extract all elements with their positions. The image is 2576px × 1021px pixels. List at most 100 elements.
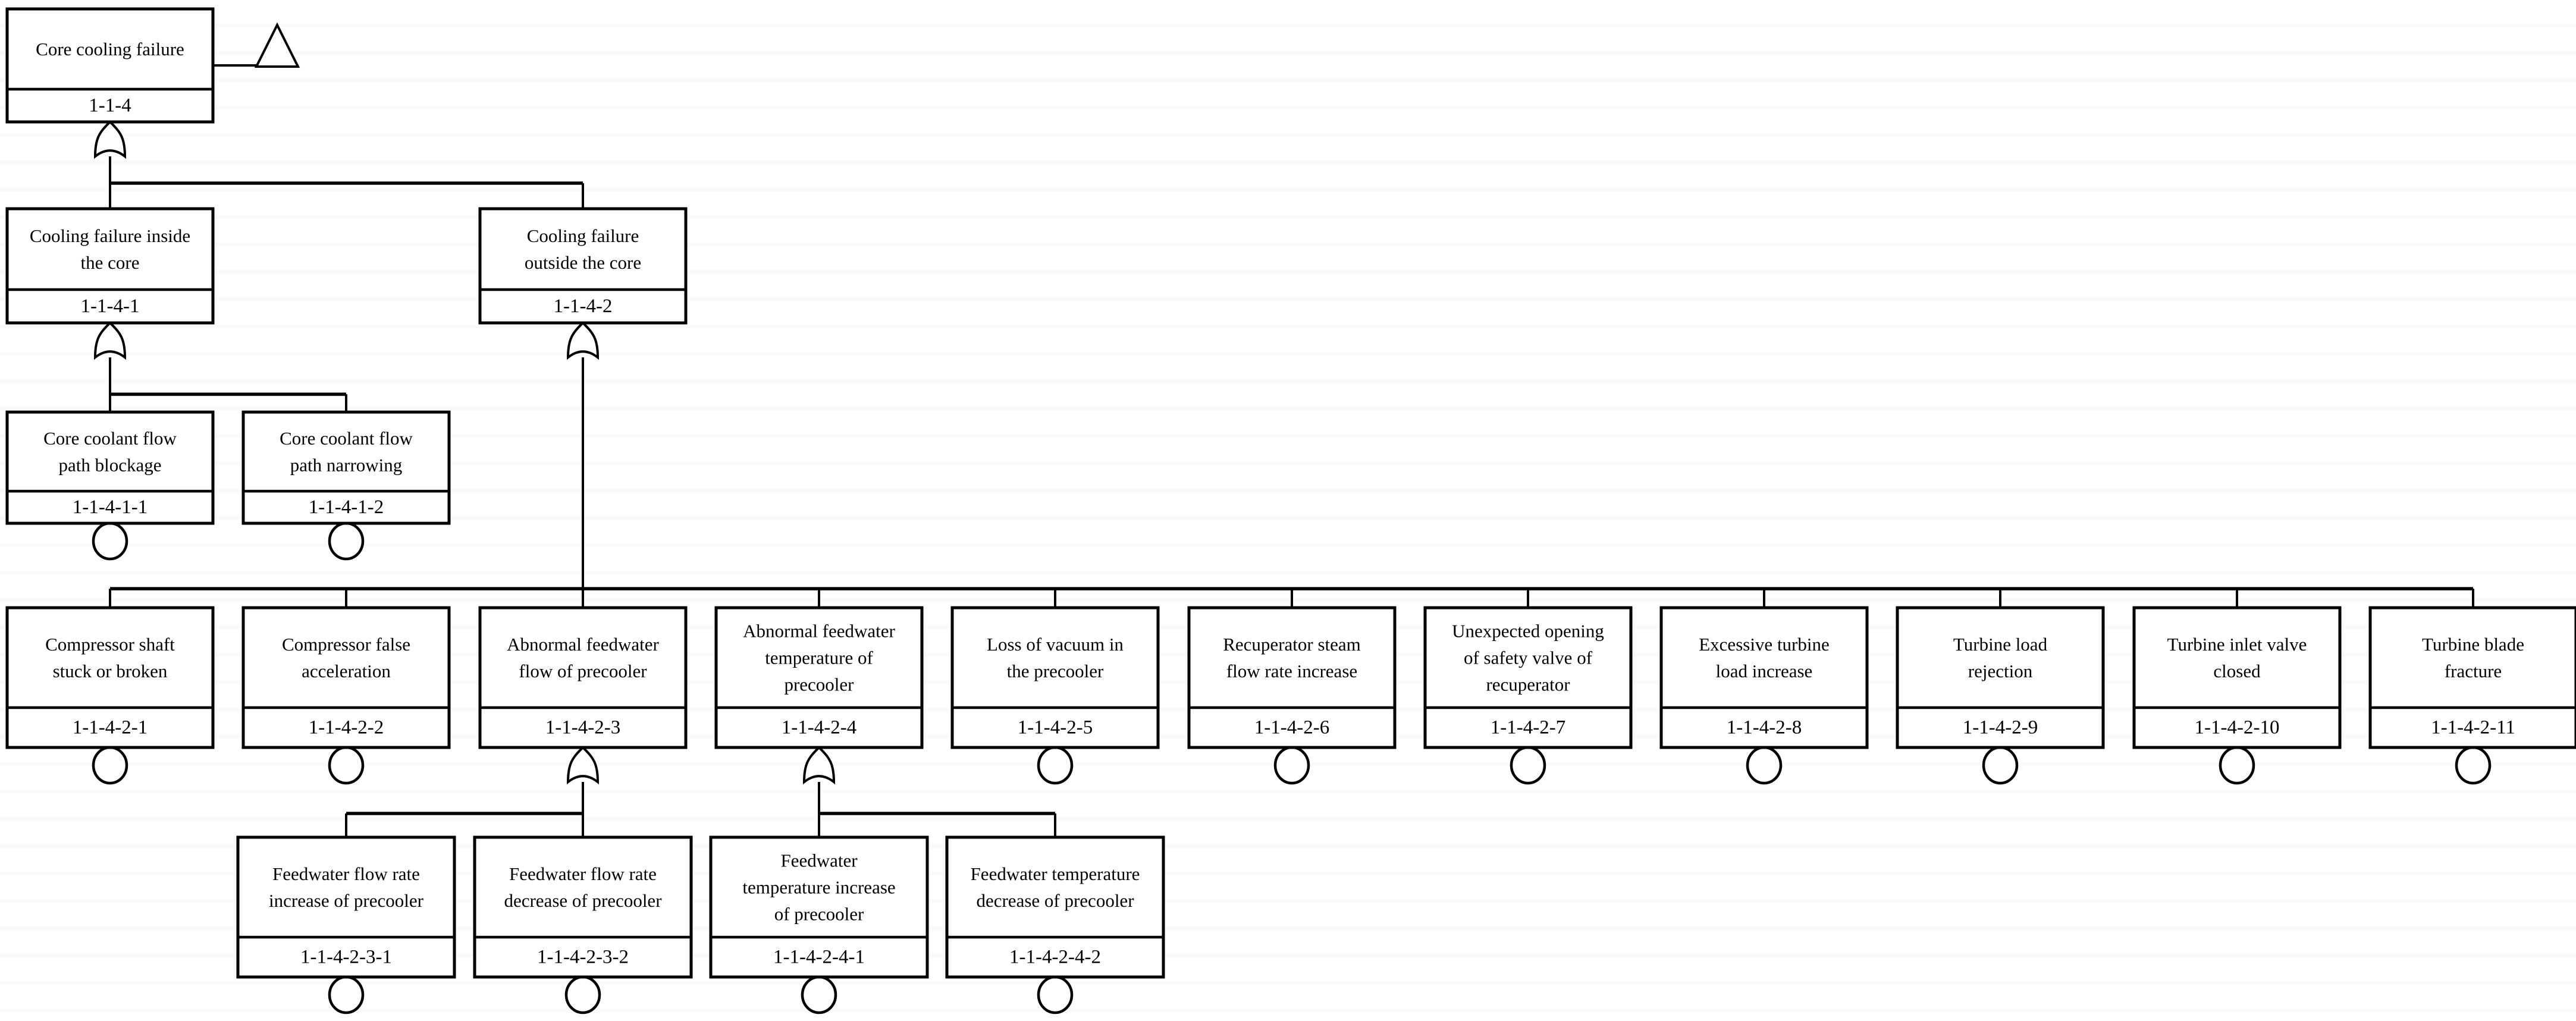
basic-event-circle-icon: [564, 975, 601, 1014]
event-box: [2132, 606, 2342, 749]
event-label: decrease of precooler: [504, 890, 662, 911]
event-label: decrease of precooler: [976, 890, 1134, 911]
event-label: outside the core: [525, 252, 641, 273]
basic-event-circle-icon: [328, 522, 365, 561]
event-label: rejection: [1968, 661, 2033, 681]
event-label: temperature of: [765, 648, 873, 668]
event-label: Compressor shaft: [45, 634, 175, 655]
event-label: stuck or broken: [53, 661, 168, 681]
event-label: Compressor false: [282, 634, 410, 655]
event-id: 1-1-4-1-1: [73, 497, 148, 518]
event-id: 1-1-4-2-4-2: [1009, 947, 1101, 968]
event-box: [478, 606, 688, 749]
event-box: [5, 207, 215, 325]
event-label: Recuperator steam: [1223, 634, 1361, 655]
event-id: 1-1-4-2: [554, 296, 613, 317]
or-gate-icon: [566, 321, 600, 360]
fault-tree-node: Cooling failure outside the core 1-1-4-2: [478, 207, 688, 325]
event-id: 1-1-4-2-3: [545, 717, 620, 739]
event-label: fracture: [2445, 661, 2502, 681]
event-box: [236, 835, 456, 979]
event-id: 1-1-4-2-7: [1491, 717, 1565, 739]
event-box: [945, 835, 1165, 979]
event-box: [709, 835, 929, 979]
basic-event-circle-icon: [92, 746, 128, 785]
event-id: 1-1-4-2-3-1: [300, 947, 392, 968]
event-id: 1-1-4-2-4-1: [773, 947, 865, 968]
event-label: Feedwater flow rate: [272, 863, 420, 884]
basic-event-circle-icon: [2455, 746, 2492, 785]
event-box: [2368, 606, 2576, 749]
event-id: 1-1-4-2-1: [73, 717, 148, 739]
fault-tree-node: Turbine blade fracture 1-1-4-2-11: [2368, 606, 2576, 749]
event-label: closed: [2213, 661, 2261, 681]
fault-tree-node: Abnormal feedwater flow of precooler 1-1-4…: [478, 606, 688, 749]
event-label: acceleration: [302, 661, 391, 681]
basic-event-circle-icon: [92, 522, 128, 561]
basic-event-circle-icon: [328, 975, 365, 1014]
event-id: 1-1-4-2-11: [2431, 717, 2515, 739]
fault-tree-node: Compressor shaft stuck or broken 1-1-4-2-1: [5, 606, 215, 749]
event-label: Excessive turbine: [1699, 634, 1830, 655]
event-box: [473, 835, 693, 979]
event-label: Abnormal feedwater: [507, 634, 659, 655]
event-label: Feedwater flow rate: [509, 863, 657, 884]
event-id: 1-1-4-2-10: [2195, 717, 2280, 739]
event-id: 1-1-4-2-6: [1254, 717, 1329, 739]
event-id: 1-1-4-1: [81, 296, 140, 317]
event-id: 1-1-4-2-8: [1727, 717, 1802, 739]
event-label: increase of precooler: [269, 890, 424, 911]
transfer-triangle-icon: [254, 22, 300, 68]
event-label: Core coolant flow: [280, 428, 413, 449]
event-label: precooler: [784, 674, 854, 695]
event-box: [5, 7, 215, 124]
event-box: [241, 606, 451, 749]
event-box: [1187, 606, 1397, 749]
basic-event-circle-icon: [1273, 746, 1310, 785]
fault-tree-node: Turbine load rejection 1-1-4-2-9: [1896, 606, 2105, 749]
fault-tree-node: Turbine inlet valve closed 1-1-4-2-10: [2132, 606, 2342, 749]
fault-tree-node: Feedwater flow rate increase of precooler…: [236, 835, 456, 979]
event-label: Turbine blade: [2422, 634, 2524, 655]
or-gate-icon: [802, 746, 836, 785]
event-label: flow of precooler: [519, 661, 647, 681]
event-label: Core cooling failure: [36, 39, 184, 59]
event-box: [5, 606, 215, 749]
fault-tree-node: Feedwater flow rate decrease of precooler…: [473, 835, 693, 979]
event-label: Cooling failure inside: [30, 225, 190, 246]
event-box: [1896, 606, 2105, 749]
event-label: Core coolant flow: [43, 428, 177, 449]
event-label: the precooler: [1007, 661, 1104, 681]
basic-event-circle-icon: [328, 746, 365, 785]
event-label: Cooling failure: [527, 225, 639, 246]
event-box: [478, 207, 688, 325]
fault-tree-node: Core cooling failure 1-1-4: [5, 7, 215, 124]
event-label: of precooler: [774, 904, 864, 925]
event-box: [950, 606, 1160, 749]
basic-event-circle-icon: [1037, 975, 1074, 1014]
or-gate-icon: [93, 120, 127, 159]
event-label: Turbine load: [1953, 634, 2048, 655]
event-label: Loss of vacuum in: [987, 634, 1124, 655]
event-label: path blockage: [58, 455, 161, 476]
event-label: Turbine inlet valve: [2167, 634, 2307, 655]
basic-event-circle-icon: [1037, 746, 1074, 785]
basic-event-circle-icon: [1510, 746, 1546, 785]
or-gate-icon: [566, 746, 600, 785]
event-label: recuperator: [1486, 674, 1570, 695]
event-id: 1-1-4: [89, 95, 131, 117]
event-label: path narrowing: [290, 455, 403, 476]
event-box: [5, 410, 215, 525]
event-id: 1-1-4-2-3-2: [537, 947, 629, 968]
event-id: 1-1-4-2-9: [1963, 717, 2038, 739]
